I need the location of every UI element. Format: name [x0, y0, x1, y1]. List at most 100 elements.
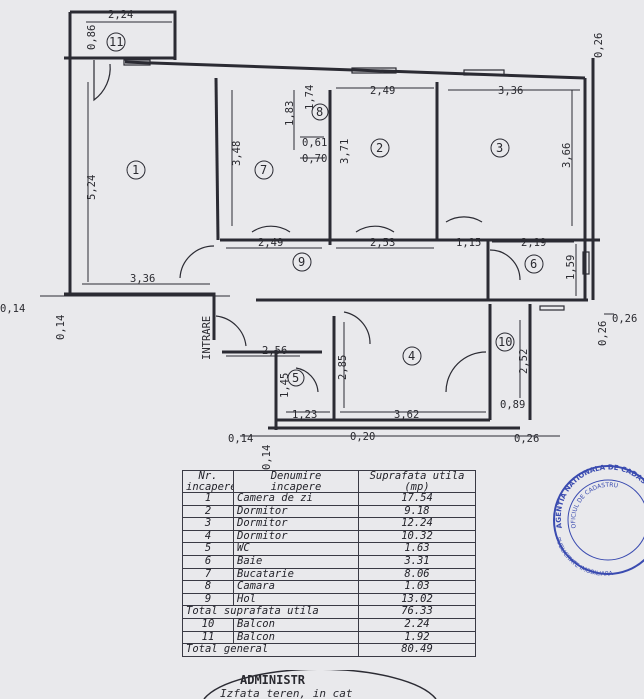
room-2-number: 2	[376, 141, 383, 155]
dim-wc-height: 1,45	[279, 373, 291, 398]
room-markers	[106, 32, 544, 387]
row-name: Hol	[233, 592, 359, 607]
dim-room6-width: 2,19	[521, 237, 546, 249]
dim-room4-height: 2,85	[337, 355, 349, 380]
row-area: 13.02	[358, 592, 476, 607]
room-9-number: 9	[298, 255, 305, 269]
dim-hall-w1: 2,49	[258, 237, 283, 249]
row-nr: 8	[182, 580, 234, 594]
windows	[123, 59, 590, 311]
row-name: Baie	[233, 554, 359, 569]
entrance-label: INTRARE	[201, 316, 213, 360]
row-nr: 5	[182, 542, 234, 556]
row-name: Dormitor	[233, 504, 359, 519]
row-name: WC	[233, 542, 359, 556]
doors	[93, 60, 521, 393]
dim-room3-width: 3,36	[498, 85, 523, 97]
room-1-number: 1	[132, 163, 139, 177]
row-nr: 6	[182, 554, 234, 569]
row-area: 2.24	[358, 617, 476, 632]
dim-room7-height: 3,48	[231, 141, 243, 166]
row-nr: 7	[182, 567, 234, 582]
row-area: 12.24	[358, 517, 476, 531]
svg-text:OFICIUL DE CADASTRU: OFICIUL DE CADASTRU	[570, 482, 618, 529]
row-area: 8.06	[358, 567, 476, 582]
row-name: Balcon	[233, 617, 359, 632]
row-name: Balcon	[233, 630, 359, 645]
dim-room8-h1: 1,83	[284, 101, 296, 126]
stamp-inner-text: OFICIUL DE CADASTRU	[570, 482, 618, 529]
dim-room1-height: 5,24	[86, 175, 98, 200]
row-nr: 10	[182, 617, 234, 632]
row-nr: 11	[182, 630, 234, 645]
room-4-number: 4	[408, 349, 415, 363]
room-8-number: 8	[316, 105, 323, 119]
row-name: Camera de zi	[233, 492, 359, 506]
row-nr: 2	[182, 504, 234, 519]
dim-wc-width-2: 1,23	[292, 409, 317, 421]
dim-bottom-014-vertical: 0,14	[261, 445, 273, 470]
bottom-partial-line2: Izfata teren, in cat	[220, 687, 353, 699]
col-nr-header: Nr. incapere	[182, 470, 234, 493]
dim-room8-w2: 0,70	[302, 153, 327, 165]
stamp-inner-ring	[567, 479, 644, 561]
row-nr: 4	[182, 529, 234, 544]
room-6-number: 6	[530, 257, 537, 271]
dim-right-026-a: 0,26	[612, 313, 637, 325]
row-area: 10.32	[358, 529, 476, 544]
row-name: Dormitor	[233, 529, 359, 544]
dim-left-014-a: 0,14	[0, 303, 25, 315]
dim-room2-width: 2,49	[370, 85, 395, 97]
dim-room10-width: 0,89	[500, 399, 525, 411]
row-area: 1.03	[358, 580, 476, 594]
room-5-number: 5	[292, 371, 299, 385]
dim-room8-w1: 0,61	[302, 137, 327, 149]
dimension-labels: 2,24 0,86 0,26 5,24 3,36 3,48 1,83 1,74 …	[0, 9, 637, 470]
dim-bottom-020: 0,20	[350, 431, 375, 443]
dim-room10-height: 2,52	[518, 349, 530, 374]
room-10-number: 10	[498, 335, 512, 349]
row-name: Dormitor	[233, 517, 359, 531]
row-nr: 1	[182, 492, 234, 506]
row-area: 9.18	[358, 504, 476, 519]
row-nr: 3	[182, 517, 234, 531]
dim-room8-h2: 1,74	[304, 85, 316, 110]
stamp-bottom-text: PUBLICITATE IMOBILIARA	[554, 537, 614, 578]
dim-room3-height: 3,66	[561, 143, 573, 168]
dim-bottom-026: 0,26	[514, 433, 539, 445]
dim-left-014-b: 0,14	[55, 315, 67, 340]
dim-right-026-b: 0,26	[597, 321, 609, 346]
room-7-number: 7	[260, 163, 267, 177]
row-area: 17.54	[358, 492, 476, 506]
dim-hall-w2: 2,53	[370, 237, 395, 249]
total-general-label: Total general	[182, 643, 359, 657]
col-area-header: Suprafata utila (mp)	[358, 470, 476, 493]
dim-room1-width: 3,36	[130, 273, 155, 285]
dimension-lines	[40, 21, 614, 437]
row-area: 1.92	[358, 630, 476, 645]
total-useful-area: 76.33	[358, 605, 476, 619]
total-useful-label: Total suprafata utila	[182, 605, 359, 619]
bottom-partial-line1: ADMINISTR	[240, 673, 306, 687]
dim-bottom-014: 0,14	[228, 433, 253, 445]
stamp-outer-ring	[553, 465, 644, 575]
row-area: 1.63	[358, 542, 476, 556]
walls	[64, 10, 600, 430]
dim-balcony-width: 2,24	[108, 9, 133, 21]
bottom-partial-stamp: ADMINISTR Izfata teren, in cat	[203, 670, 437, 699]
